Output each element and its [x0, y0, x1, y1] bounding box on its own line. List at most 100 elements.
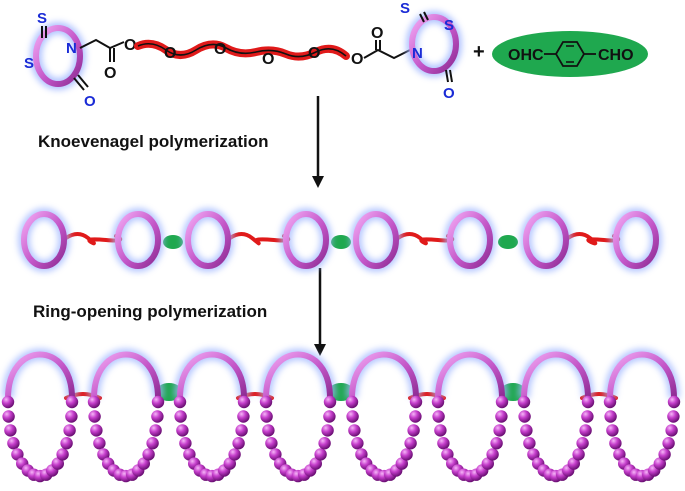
polymer-bead — [235, 424, 248, 437]
polymer-bead — [173, 395, 187, 409]
polymer-bead — [437, 437, 450, 450]
carbonyl-oxygen-label-right: O — [443, 85, 455, 102]
polymer-bead — [174, 410, 187, 423]
polymer-bead — [523, 437, 536, 450]
polymer-bead — [606, 424, 619, 437]
terephthalaldehyde: OHC CHO — [492, 31, 648, 77]
polymer-bead — [149, 424, 162, 437]
step-label-knoevenagel: Knoevenagel polymerization — [38, 132, 269, 151]
peg-backbone — [134, 39, 350, 61]
rhodanine-ring — [610, 208, 662, 272]
polymer-bead — [228, 448, 241, 461]
monomer-molecule: S S N O O O O O O O O O — [24, 0, 462, 110]
polymer-bead — [486, 448, 499, 461]
polymer-bead — [667, 410, 680, 423]
polymer-bead — [351, 437, 364, 450]
polymer-bead — [581, 410, 594, 423]
rhodanine-ring — [444, 208, 496, 272]
polymer-bead — [409, 395, 423, 409]
knoevenagel-polymer-chain — [18, 208, 662, 272]
polymer-bead — [345, 395, 359, 409]
rhodanine-ring — [280, 208, 332, 272]
polymer-bead — [60, 437, 73, 450]
polymer-bead — [262, 424, 275, 437]
polymer-bead — [579, 424, 592, 437]
polymer-bead — [407, 424, 420, 437]
polymer-bead — [151, 395, 165, 409]
rhodanine-ring — [18, 208, 70, 272]
reaction-arrow-1 — [312, 96, 324, 188]
aldehyde-node — [163, 235, 183, 249]
polymer-bead — [409, 410, 422, 423]
polymer-bead — [493, 424, 506, 437]
sulfur-thione-label-right: S — [400, 0, 410, 17]
sulfur-thione-label: S — [37, 10, 47, 27]
ring-opened-polymer-network — [1, 348, 681, 483]
ether-oxygen-4: O — [262, 51, 274, 68]
polymer-bead — [146, 437, 159, 450]
polymer-bead — [323, 395, 337, 409]
aldehyde-node — [331, 235, 351, 249]
rhodanine-ring — [350, 208, 402, 272]
rhodanine-ring — [182, 208, 234, 272]
polymer-bead — [355, 448, 368, 461]
polymer-bead — [603, 395, 617, 409]
polymer-bead — [431, 395, 445, 409]
aldehyde-right-label: CHO — [598, 47, 634, 64]
polymer-bead — [87, 395, 101, 409]
polymer-bead — [2, 410, 15, 423]
polymer-bead — [265, 437, 278, 450]
aldehyde-node — [498, 235, 518, 249]
opened-ring-loop — [1, 348, 79, 483]
polymer-bead — [527, 448, 540, 461]
polymer-bead — [321, 424, 334, 437]
polymer-bead — [581, 395, 595, 409]
polymer-bead — [400, 448, 413, 461]
polymer-bead — [260, 410, 273, 423]
polymer-bead — [404, 437, 417, 450]
polymer-bead — [11, 448, 24, 461]
opened-ring-loop — [173, 348, 251, 483]
polymer-bead — [495, 395, 509, 409]
opened-ring-loop — [431, 348, 509, 483]
peg-linker — [228, 232, 291, 246]
polymer-bead — [613, 448, 626, 461]
polymer-bead — [56, 448, 69, 461]
aldehyde-left-label: OHC — [508, 47, 544, 64]
opened-ring-loop — [603, 348, 681, 483]
polymer-bead — [90, 424, 103, 437]
polymer-bead — [346, 410, 359, 423]
polymer-bead — [93, 437, 106, 450]
rhodanine-ring — [520, 208, 572, 272]
polymer-bead — [176, 424, 189, 437]
reaction-arrow-2 — [314, 268, 326, 356]
polymer-bead — [481, 457, 494, 470]
opened-ring-loop — [259, 348, 337, 483]
polymer-bead — [318, 437, 331, 450]
polymer-bead — [1, 395, 15, 409]
ether-oxygen-1: O — [124, 37, 136, 54]
polymer-bead — [88, 410, 101, 423]
polymer-bead — [151, 410, 164, 423]
polymer-bead — [653, 457, 666, 470]
polymer-bead — [269, 448, 282, 461]
polymer-bead — [4, 424, 17, 437]
polymer-bead — [179, 437, 192, 450]
step-label-ring-opening: Ring-opening polymerization — [33, 302, 268, 321]
polymer-bead — [662, 437, 675, 450]
polymer-bead — [65, 410, 78, 423]
polymer-bead — [309, 457, 322, 470]
polymer-bead — [137, 457, 150, 470]
polymer-bead — [572, 448, 585, 461]
polymer-bead — [567, 457, 580, 470]
polymer-bead — [65, 395, 79, 409]
sulfur-ring-label: S — [24, 55, 34, 72]
left-rhodanine-ring: S S N O — [24, 10, 96, 110]
polymer-bead — [7, 437, 20, 450]
ether-oxygen-2: O — [164, 45, 176, 62]
polymer-bead — [142, 448, 155, 461]
polymer-bead — [348, 424, 361, 437]
opened-ring-loop — [345, 348, 423, 483]
nitrogen-label: N — [66, 40, 77, 57]
